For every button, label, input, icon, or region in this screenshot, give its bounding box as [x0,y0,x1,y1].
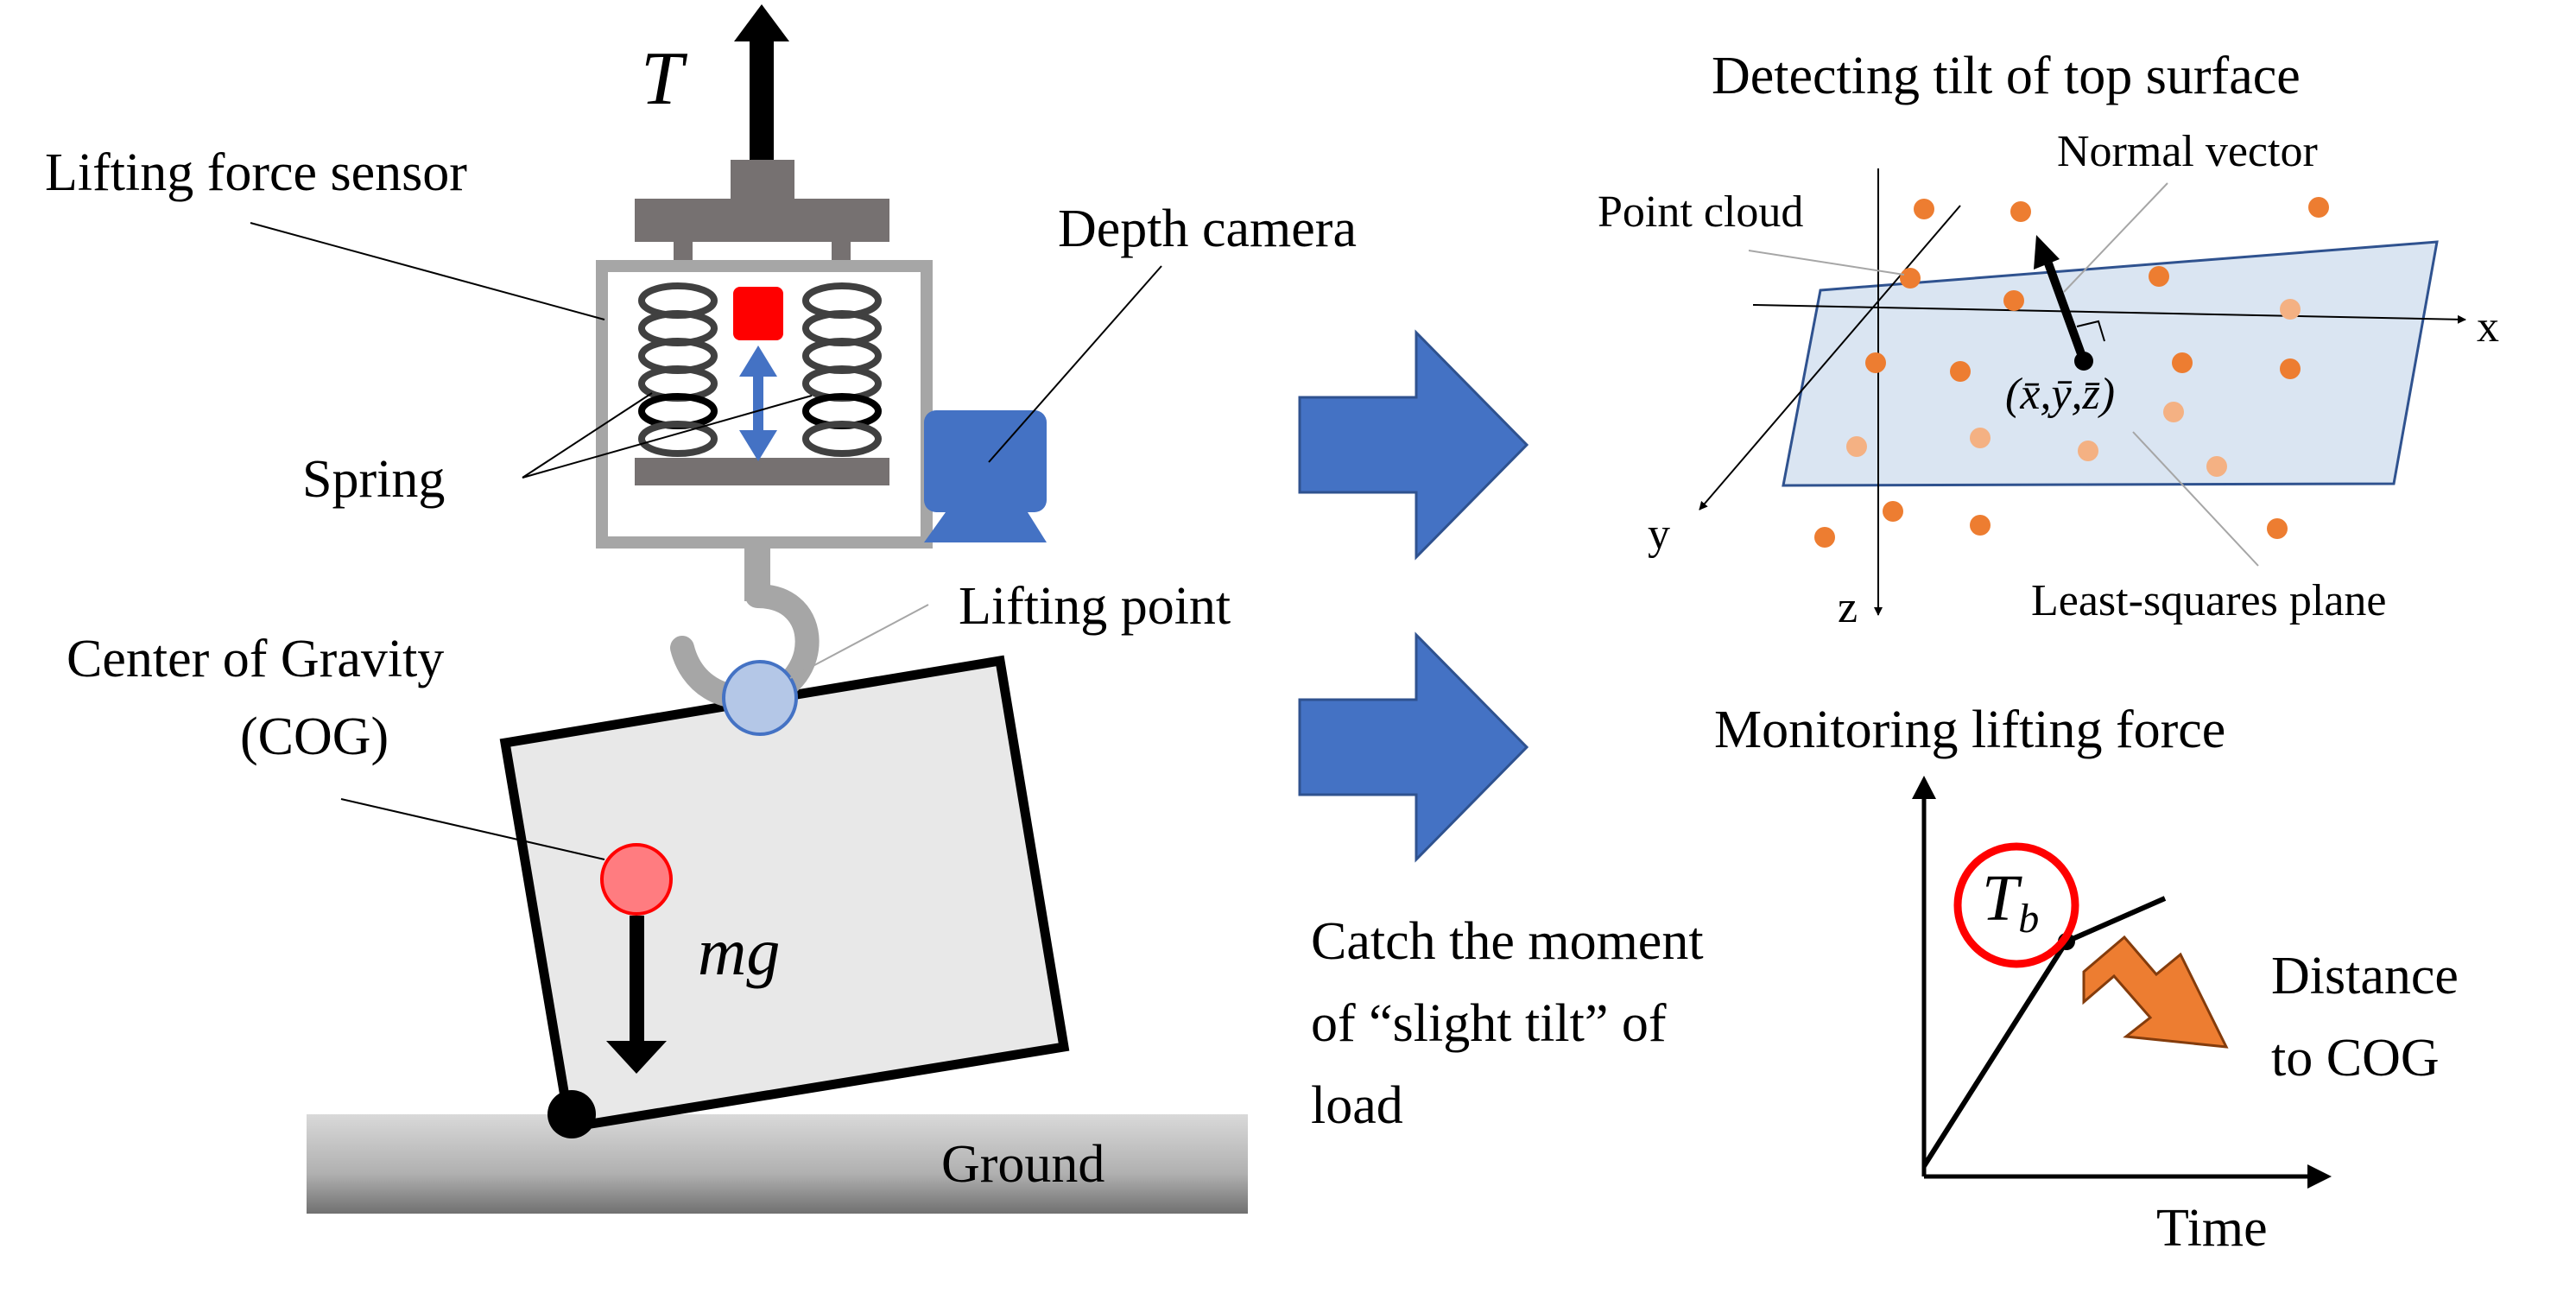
catch-moment-line1: Catch the moment [1311,912,1704,971]
cloud-point [2010,201,2031,222]
ground-label: Ground [941,1135,1104,1194]
axis-y-line [1699,205,1961,510]
weight-arrow [606,916,667,1074]
cloud-point [1883,501,1903,522]
axis-x-label: x [2477,302,2499,352]
depth-camera-label: Depth camera [1058,200,1357,258]
cog-marker [600,843,673,916]
cloud-point [2149,266,2169,287]
tension-label: T [641,37,688,121]
ground [307,1114,1248,1214]
force-monitoring-panel: Monitoring lifting force Time Tb Distanc… [1714,701,2459,1258]
sensor-bottom-plate [635,458,889,485]
sensor-post-left [674,240,693,266]
catch-moment-line3: load [1311,1076,1403,1135]
pivot-point [547,1090,596,1138]
tilt-detection-title: Detecting tilt of top surface [1712,47,2301,105]
least-squares-plane [1782,240,2439,487]
lifting-force-sensor-leader [250,222,605,320]
point-cloud-leader [1748,250,1905,276]
force-curve [1921,896,2167,1168]
distance-label-line2: to COG [2271,1029,2440,1088]
normal-vector-leader [2063,182,2168,293]
point-cloud-label: Point cloud [1598,187,1803,237]
lifting-point-label: Lifting point [959,577,1231,636]
cog-label-line1: Center of Gravity [66,630,444,688]
depth-camera-icon [924,410,1047,542]
axis-z-label: z [1838,583,1858,632]
sensor-top-plate [635,199,889,242]
normal-vector [2044,262,2088,363]
normal-vector-head [2034,235,2060,270]
cloud-point [2206,456,2227,477]
cloud-point [1865,352,1886,373]
time-axis-head [2307,1164,2332,1189]
cloud-point [1914,199,1934,219]
force-axis-y-head [1912,776,1936,799]
cog-label-line2: (COG) [240,707,389,766]
cloud-point [1814,527,1835,548]
cloud-point [1846,436,1867,457]
cloud-point [2078,441,2098,461]
axis-y-label: y [1648,510,1670,559]
cloud-point [2267,518,2288,539]
catch-moment-line2: of “slight tilt” of [1311,994,1667,1053]
load-box [499,655,1070,1133]
cloud-point [2003,290,2024,311]
tension-arrow [734,4,789,164]
right-angle-mark [2076,320,2105,342]
cloud-point [2172,352,2193,373]
lifting-point-leader [789,604,929,679]
cloud-point [2280,358,2301,379]
flow-arrow-bottom [1298,631,1529,863]
tb-label: Tb [1982,862,2039,942]
spring-left [638,282,718,457]
displacement-arrow [739,346,777,461]
spring-label: Spring [302,450,445,509]
force-monitoring-title: Monitoring lifting force [1714,701,2225,759]
spring-leader-2 [522,395,813,479]
cloud-point [1970,428,1991,448]
tb-label-subscript: b [2018,896,2039,942]
lifting-point-marker [722,660,798,736]
time-axis-label: Time [2156,1199,2268,1258]
cloud-point [1950,361,1971,382]
depth-camera-leader [988,265,1162,463]
cloud-point [1900,268,1921,289]
spring-leader-1 [522,392,653,479]
distance-arrow [2082,935,2229,1049]
cloud-point [1970,515,1991,536]
sensor-element [733,287,783,340]
tb-highlight-circle [1953,842,2079,968]
normal-vector-label: Normal vector [2057,127,2318,176]
flow-arrow-top [1298,329,1529,561]
centroid-label: (x̄,ȳ,z̄) [2005,370,2115,419]
least-squares-plane-label: Least-squares plane [2031,576,2386,625]
distance-label-line1: Distance [2271,947,2459,1005]
sensor-post-right [832,240,851,266]
cloud-point [2308,197,2329,218]
weight-label: mg [698,914,780,989]
tb-label-main: T [1982,862,2022,935]
cloud-point [2163,402,2184,422]
lifting-force-sensor-label: Lifting force sensor [45,143,467,202]
axis-x-line [1752,304,2466,324]
lifting-setup: Ground mg Center of Gravity (COG) T [45,4,1357,1214]
tilt-detection-panel: Detecting tilt of top surface x y z [1598,47,2499,632]
centroid-point [2074,352,2093,371]
sensor-rod [731,160,794,201]
point-cloud [1814,197,2329,548]
cloud-point [2280,299,2301,320]
spring-right [802,282,882,457]
cog-leader-line [340,798,605,860]
least-squares-plane-leader [2132,431,2259,567]
